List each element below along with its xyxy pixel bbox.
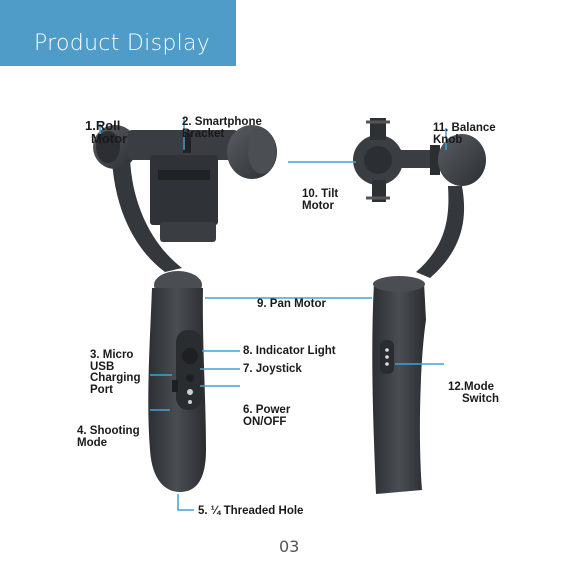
gimbal-back-view — [353, 118, 486, 494]
label-pan-motor: 9. Pan Motor — [257, 298, 327, 310]
label-threaded-hole: 5. ¼ Threaded Hole — [198, 505, 304, 517]
balance-knob — [430, 145, 440, 175]
header-banner: Product Display — [0, 0, 236, 66]
label-indicator-light: 8. Indicator Light — [243, 345, 336, 357]
page-number: 03 — [279, 537, 300, 556]
joystick — [182, 348, 198, 364]
label-joystick: 7. Joystick — [243, 363, 302, 375]
smartphone-bracket — [150, 155, 218, 225]
page-title: Product Display — [34, 31, 211, 56]
handle-grip-back — [372, 282, 426, 494]
gimbal-front-view — [93, 125, 277, 492]
leader-lines — [99, 118, 447, 511]
